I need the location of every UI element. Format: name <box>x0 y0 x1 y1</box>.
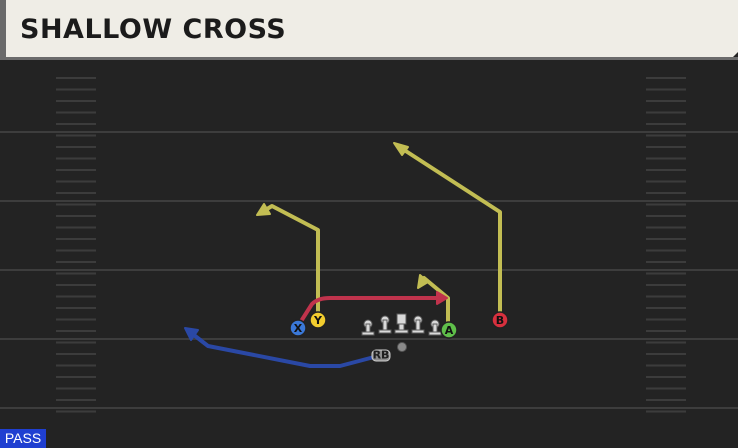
play-title: SHALLOW CROSS <box>20 14 287 45</box>
xbox-y-button-icon: Y <box>309 311 327 329</box>
route-b <box>396 144 502 320</box>
xbox-x-button-icon: X <box>289 319 307 337</box>
xbox-b-button-icon: B <box>491 311 509 329</box>
hash-marks <box>56 77 686 413</box>
center-icon <box>394 313 409 334</box>
route-y-arrow <box>256 203 271 216</box>
svg-text:Y: Y <box>313 314 323 327</box>
lineman-icon <box>411 315 425 334</box>
svg-text:RB: RB <box>373 349 390 362</box>
route-x <box>296 296 442 328</box>
svg-text:X: X <box>294 322 303 335</box>
play-title-banner: SHALLOW CROSS <box>0 0 738 60</box>
lineman-icon <box>378 315 392 334</box>
xbox-a-button-icon: A <box>440 321 458 339</box>
banner-shape <box>0 0 738 60</box>
lineman-icon <box>428 319 442 336</box>
running-back-icon: RB <box>371 349 391 362</box>
route-rb-arrow <box>184 327 199 341</box>
svg-text:A: A <box>445 324 454 337</box>
route-a-arrow <box>417 274 429 289</box>
quarterback-icon <box>397 342 407 352</box>
offensive-line <box>361 313 442 336</box>
play-type-badge: PASS <box>0 429 46 448</box>
route-x-arrow <box>436 291 448 305</box>
lineman-icon <box>361 319 375 336</box>
route-rb <box>188 330 380 368</box>
svg-text:B: B <box>496 314 504 327</box>
yard-lines <box>0 131 738 409</box>
route-b-arrow <box>393 142 409 156</box>
field-surface <box>0 62 738 448</box>
